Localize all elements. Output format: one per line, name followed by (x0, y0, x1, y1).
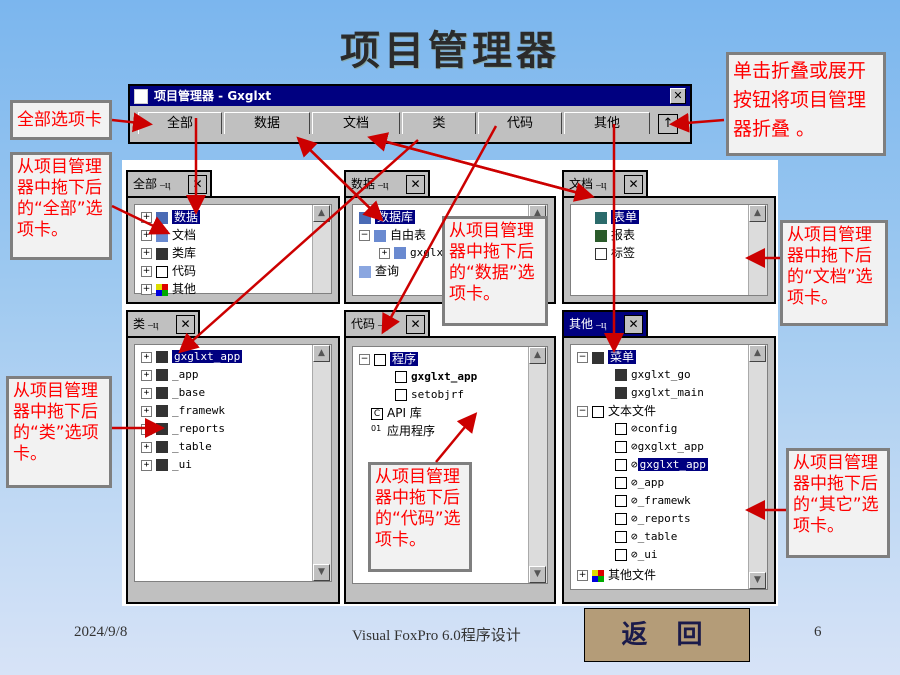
callout-all-tab: 全部选项卡 (10, 100, 112, 140)
scrollbar[interactable]: ▲▼ (528, 347, 547, 583)
tree-item[interactable]: 报表 (595, 227, 635, 243)
arrow (296, 136, 381, 219)
tree-item[interactable]: ⊘_ui (615, 547, 658, 563)
arrow (111, 204, 171, 235)
scrollbar[interactable]: ▲▼ (312, 345, 331, 581)
callout-drag-data: 从项目管理器中拖下后的“数据”选项卡。 (442, 216, 548, 326)
close-icon: ✕ (406, 175, 425, 194)
callout-drag-class: 从项目管理器中拖下后的“类”选项卡。 (6, 376, 112, 488)
panel-other: −菜单 gxglxt_go gxglxt_main −文本文件 ⊘config … (562, 336, 776, 604)
tree-item[interactable]: −自由表 (359, 228, 427, 242)
tree-item[interactable]: +_app (141, 367, 199, 383)
panel-tab-all[interactable]: 全部 –ц✕ (126, 170, 212, 198)
tree-item[interactable]: +_framewk (141, 403, 225, 419)
close-icon: ✕ (406, 315, 425, 334)
tree-item[interactable]: −程序 (359, 352, 419, 366)
tree-item[interactable]: +类库 (141, 246, 197, 260)
close-icon: ✕ (624, 315, 643, 334)
scrollbar[interactable]: ▲▼ (748, 345, 767, 589)
arrow (111, 112, 153, 133)
list-docs: 表单 报表 标签 ▲ (570, 204, 768, 296)
tab-code[interactable]: 代码 (478, 112, 562, 134)
project-icon (134, 89, 148, 104)
arrow (178, 139, 419, 354)
tree-item[interactable]: ⊘_reports (615, 511, 691, 527)
window-title: 项目管理器 - Gxglxt (154, 89, 272, 103)
tree-item[interactable]: ⊘gxglxt_app (615, 457, 708, 473)
tree-item[interactable]: ⊘gxglxt_app (615, 439, 704, 455)
tree-item[interactable]: ⊘_app (615, 475, 664, 491)
tree-item[interactable]: ⊘config (615, 421, 677, 437)
back-button[interactable]: 返 回 (584, 608, 750, 662)
tree-item[interactable]: 表单 (595, 209, 640, 225)
panel-docs: 表单 报表 标签 ▲ (562, 196, 776, 304)
slide-title: 项目管理器 (340, 28, 560, 73)
footer-course: Visual FoxPro 6.0程序设计 (352, 628, 521, 644)
tab-all[interactable]: 全部 (138, 112, 222, 134)
arrow (367, 132, 591, 198)
tree-item[interactable]: +_ui (141, 457, 192, 473)
tab-docs[interactable]: 文档 (312, 112, 400, 134)
close-icon: ✕ (188, 175, 207, 194)
arrow (435, 412, 478, 463)
close-icon: ✕ (624, 175, 643, 194)
tree-item[interactable]: ⊘_table (615, 529, 677, 545)
tree-item[interactable]: +其他文件 (577, 568, 657, 582)
tree-item[interactable]: +代码 (141, 264, 197, 278)
close-icon[interactable]: ✕ (670, 88, 686, 104)
tree-item[interactable]: 标签 (595, 245, 635, 261)
footer-date: 2024/9/8 (74, 624, 128, 640)
callout-collapse: 单击折叠或展开按钮将项目管理器折叠 。 (726, 52, 886, 156)
tab-data[interactable]: 数据 (224, 112, 310, 134)
callout-drag-other: 从项目管理器中拖下后的“其它”选项卡。 (786, 448, 890, 558)
list-other: −菜单 gxglxt_go gxglxt_main −文本文件 ⊘config … (570, 344, 768, 590)
tree-item[interactable]: setobjrf (395, 387, 464, 403)
tree-item[interactable]: +_table (141, 439, 212, 455)
arrow (669, 112, 725, 133)
tree-item[interactable]: ⊘_framewk (615, 493, 691, 509)
footer-page-number: 6 (814, 624, 822, 640)
tree-item[interactable]: −文本文件 (577, 404, 657, 418)
tree-item[interactable]: +_base (141, 385, 205, 401)
callout-drag-docs: 从项目管理器中拖下后的“文档”选项卡。 (780, 220, 888, 326)
project-manager-window: 项目管理器 - Gxglxt ✕ 全部 数据 文档 类 代码 其他 ↑ (128, 84, 692, 144)
tree-item[interactable]: −菜单 (577, 350, 637, 364)
arrow (381, 125, 498, 335)
callout-drag-all: 从项目管理器中拖下后的“全部”选项卡。 (10, 152, 112, 260)
tree-item[interactable]: 查询 (359, 263, 399, 279)
tree-item[interactable]: +其他 (141, 282, 197, 296)
tab-class[interactable]: 类 (402, 112, 476, 134)
tree-item[interactable]: gxglxt_main (615, 385, 704, 401)
window-titlebar: 项目管理器 - Gxglxt ✕ (130, 86, 690, 106)
tree-item[interactable]: gxglxt_go (615, 367, 691, 383)
scrollbar[interactable]: ▲ (312, 205, 331, 293)
tree-item[interactable]: gxglxt_app (395, 369, 477, 385)
callout-drag-code: 从项目管理器中拖下后的“代码”选项卡。 (368, 462, 472, 572)
